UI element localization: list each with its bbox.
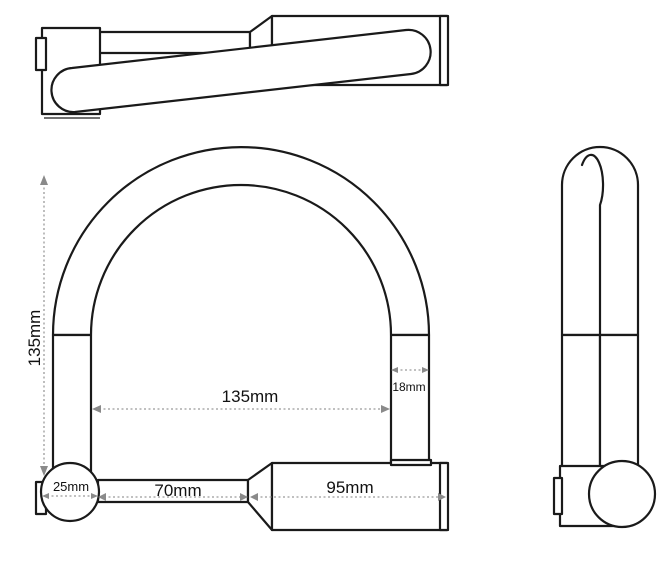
- front-view-left-leg: [51, 333, 93, 474]
- front-view-arch: [51, 145, 431, 337]
- arrow-left-icon: [42, 493, 49, 499]
- front-view-base-ball: [39, 461, 101, 523]
- side-view-base-ball: [587, 459, 657, 529]
- height-label: 135mm: [25, 310, 44, 367]
- side-view-right-leg: [598, 333, 640, 472]
- tube-label: 18mm: [392, 380, 425, 394]
- top-view-knob: [34, 36, 48, 72]
- long-tube-label: 95mm: [326, 478, 373, 497]
- top-view: [34, 14, 450, 119]
- arrow-right-icon: [240, 493, 248, 501]
- side-view-knob: [552, 476, 564, 516]
- width-label: 135mm: [222, 387, 279, 406]
- arrow-right-icon: [422, 367, 429, 373]
- side-view-inner-curve: [580, 153, 605, 337]
- side-view: [552, 145, 657, 529]
- arrow-right-icon: [381, 405, 390, 413]
- front-view-right-leg-cap: [389, 458, 433, 467]
- arrow-down-icon: [40, 466, 48, 476]
- short-tube-label: 70mm: [154, 481, 201, 500]
- arrow-left-icon: [391, 367, 398, 373]
- top-view-end-cap: [438, 14, 450, 87]
- arrow-right-icon: [91, 493, 98, 499]
- dimension-lines: [40, 175, 446, 501]
- side-view-left-leg: [560, 333, 602, 472]
- arrow-left-icon: [250, 493, 258, 501]
- front-view: [34, 145, 450, 532]
- arrow-left-icon: [92, 405, 101, 413]
- top-view-spout: [50, 28, 432, 114]
- front-view-right-leg: [389, 333, 431, 467]
- arrow-right-icon: [438, 493, 446, 501]
- arrow-left-icon: [98, 493, 106, 501]
- arrow-up-icon: [40, 175, 48, 185]
- base-label: 25mm: [53, 479, 89, 494]
